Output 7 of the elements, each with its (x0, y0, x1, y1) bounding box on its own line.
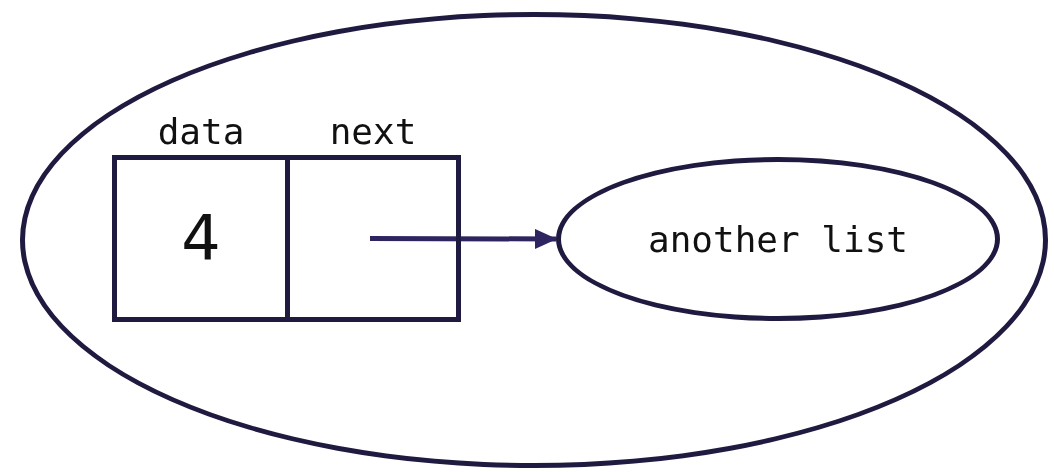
ellipse (20, 12, 1048, 468)
field-label: next (328, 110, 418, 154)
arrow (370, 228, 557, 249)
node-label: another list (647, 218, 909, 260)
ellipse (556, 157, 1000, 321)
field-value: 4 (181, 202, 221, 275)
field-label: data (156, 110, 246, 154)
